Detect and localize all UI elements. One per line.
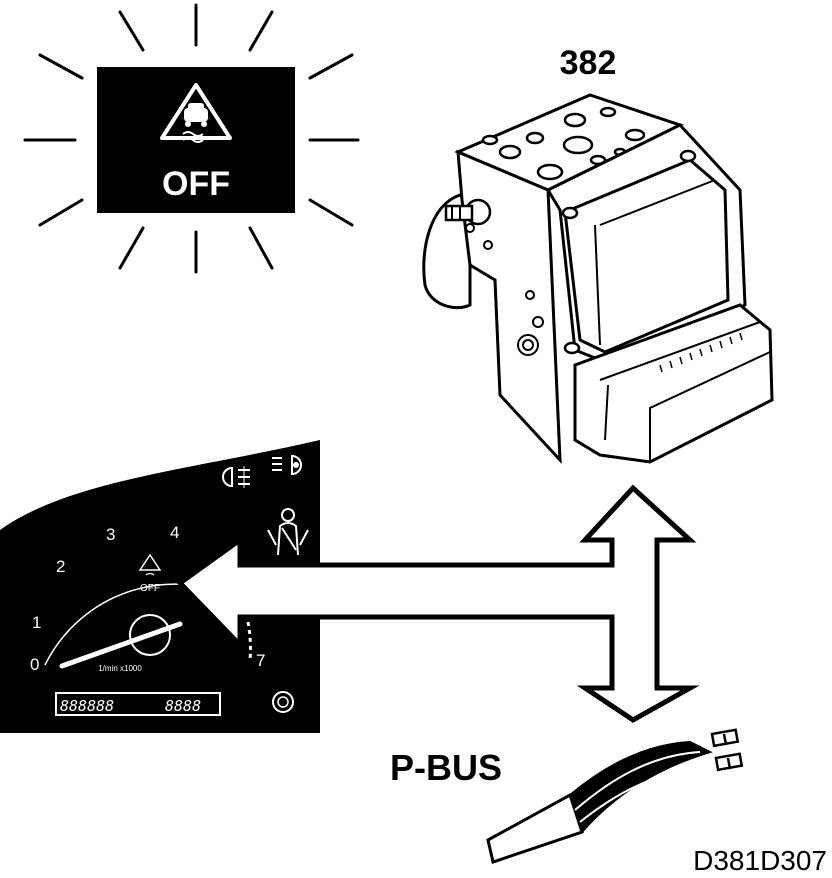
p-bus-cable: P-BUS <box>390 728 744 864</box>
odometer: 888888 8888 <box>55 692 221 716</box>
warning-light: OFF <box>23 3 360 274</box>
cable-sheath <box>486 792 584 864</box>
cluster-off-label: OFF <box>140 583 160 594</box>
cluster-traction-control-off-icon <box>138 553 162 576</box>
wire-ends <box>710 728 744 772</box>
brake-line-ports <box>481 106 646 181</box>
block-side-holes <box>465 223 544 356</box>
figure-code: D381D307 <box>693 845 827 876</box>
connector-pins <box>659 332 743 373</box>
headlamp-icon <box>272 454 302 476</box>
tach-label-3: 3 <box>106 525 115 544</box>
fog-lamp-icon <box>222 466 250 488</box>
trip-display: 8888 <box>165 697 201 715</box>
communication-arrow <box>176 484 700 723</box>
tach-label-4: 4 <box>170 523 179 542</box>
pump-motor <box>422 193 472 310</box>
instrument-cluster: 0 1 2 3 4 7 1/min x1000 OFF <box>0 440 320 733</box>
hydraulic-block-front <box>456 149 562 465</box>
p-bus-label: P-BUS <box>390 747 502 788</box>
ecu-connector-housing <box>573 303 774 464</box>
tach-label-2: 2 <box>56 557 65 576</box>
light-rays <box>23 3 360 274</box>
tach-unit-label: 1/min x1000 <box>98 664 142 673</box>
module-number-label: 382 <box>560 44 617 82</box>
odometer-display: 888888 <box>60 697 114 715</box>
bidirectional-arrow <box>176 484 700 723</box>
warning-light-off-label: OFF <box>162 165 230 203</box>
trip-reset-button <box>272 691 294 713</box>
seatbelt-icon <box>267 508 309 556</box>
tach-label-0: 0 <box>30 655 39 674</box>
traction-control-off-icon <box>160 83 232 143</box>
tach-label-1: 1 <box>32 613 41 632</box>
side-fitting <box>444 198 492 226</box>
control-module-382: 382 <box>422 44 774 465</box>
tach-label-7: 7 <box>256 651 265 670</box>
tachometer-needle <box>59 614 183 669</box>
